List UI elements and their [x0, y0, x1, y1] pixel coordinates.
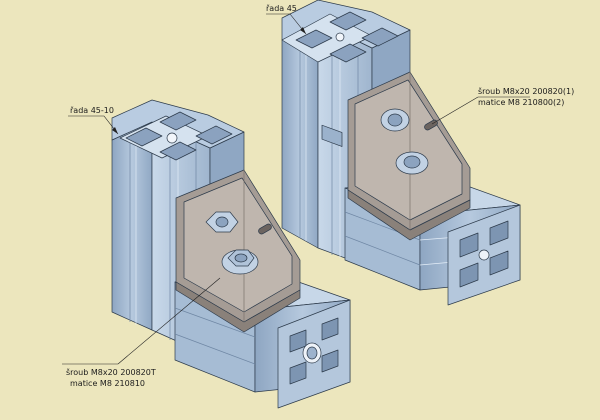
right-assembly	[266, 0, 530, 306]
label-left-nut: matice M8 210810	[70, 379, 145, 388]
label-series-45-10: řada 45-10	[70, 106, 114, 115]
label-series-45: řada 45	[266, 4, 297, 13]
label-right-screw: šroub M8x20 200820(1)	[478, 87, 575, 96]
right-fasteners	[380, 108, 438, 175]
left-vertical-profile	[111, 99, 245, 357]
left-fasteners	[205, 211, 272, 275]
label-left-screw: šroub M8x20 200820T	[66, 368, 156, 377]
right-angle-bracket	[347, 71, 471, 241]
left-assembly	[62, 99, 351, 409]
label-right-nut: matice M8 210800(2)	[478, 98, 565, 107]
left-angle-bracket	[175, 169, 301, 333]
